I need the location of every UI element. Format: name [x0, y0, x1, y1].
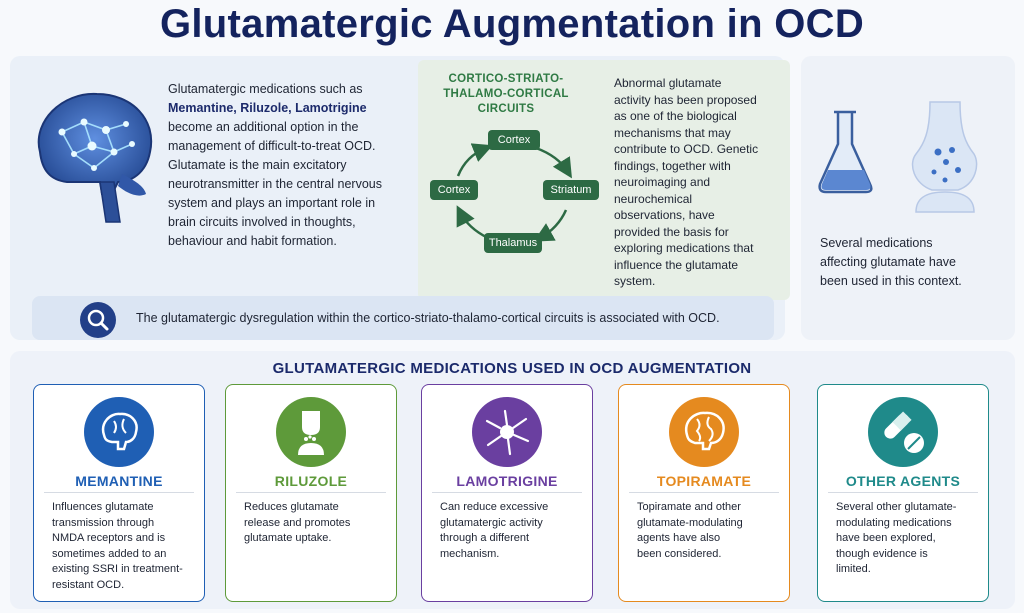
card-divider: [236, 492, 386, 493]
flask-synapse-icon: [818, 101, 978, 213]
card-title: TOPIRAMATE: [656, 473, 752, 489]
card-title: LAMOTRIGINE: [456, 473, 558, 489]
brain-icon: [84, 397, 154, 467]
card-title: MEMANTINE: [75, 473, 163, 489]
circuit-arrows: [456, 143, 572, 242]
banner-text: The glutamatergic dysregulation within t…: [136, 311, 720, 325]
card-divider: [828, 492, 978, 493]
pills-icon: [868, 397, 938, 467]
context-text: Several medications affecting glutamate …: [820, 236, 962, 288]
card-title: RILUZOLE: [274, 473, 348, 489]
card-title: OTHER AGENTS: [845, 473, 961, 489]
node-cortex-left: Cortex: [430, 180, 478, 200]
node-thalamus: Thalamus: [484, 233, 542, 253]
node-cortex-top: Cortex: [488, 130, 540, 150]
synapse-icon: [276, 397, 346, 467]
neuron-icon: [472, 397, 542, 467]
highlighted-medications: Memantine, Riluzole, Lamotrigine: [168, 101, 367, 115]
card-divider: [44, 492, 194, 493]
circuit-diagram: [418, 60, 790, 300]
card-description: Several other glutamate-modulating medic…: [836, 501, 957, 575]
card-divider: [629, 492, 779, 493]
node-striatum: Striatum: [543, 180, 599, 200]
page-title: Glutamatergic Augmentation in OCD: [159, 2, 865, 46]
card-divider: [432, 492, 582, 493]
context-panel: [801, 56, 1015, 340]
section-title: GLUTAMATERGIC MEDICATIONS USED IN OCD AU…: [272, 360, 752, 377]
card-other-agents: OTHER AGENTS Several other glutamate-mod…: [817, 384, 989, 602]
brain-network-icon: [37, 92, 153, 223]
intro-text: Glutamatergic medications such as Memant…: [168, 80, 400, 251]
circuit-title: CORTICO-STRIATO- THALAMO-CORTICAL CIRCUI…: [443, 73, 569, 115]
brain-icon: [669, 397, 739, 467]
magnifier-icon: [80, 302, 116, 338]
key-finding-banner: [32, 296, 774, 340]
